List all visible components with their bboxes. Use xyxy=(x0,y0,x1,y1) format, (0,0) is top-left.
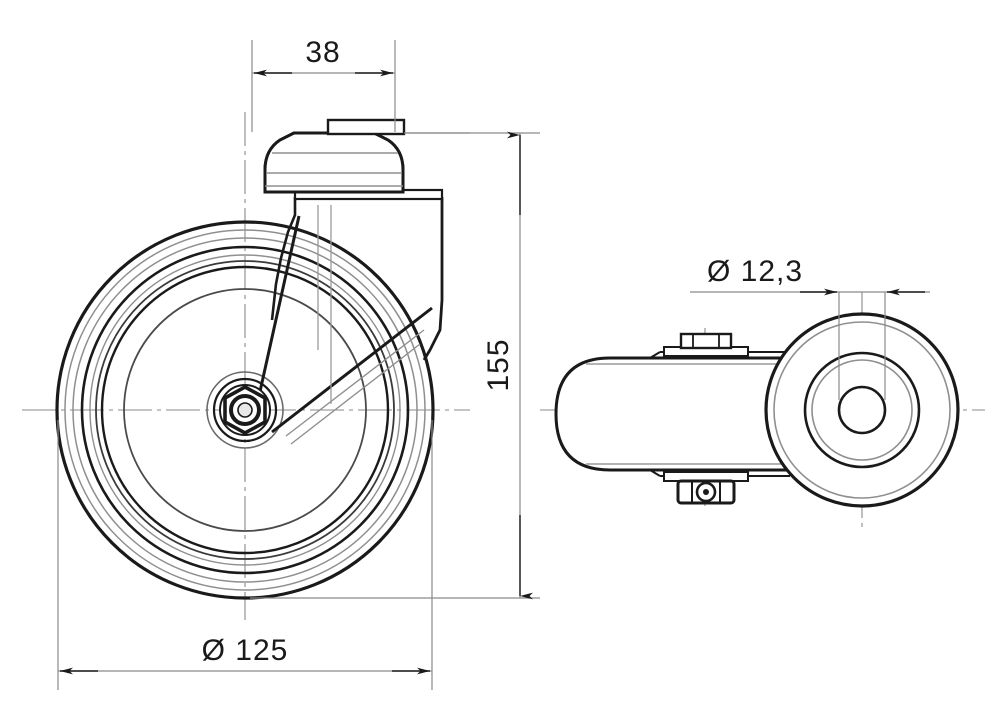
side-plan-view: Ø 12,3 xyxy=(540,255,985,530)
bolt-bottom-center-dot xyxy=(703,489,709,495)
fork-arm xyxy=(257,215,433,445)
wheel-hub xyxy=(206,371,284,449)
rim-line-1 xyxy=(89,254,401,566)
dome-cap-body xyxy=(263,131,405,194)
axle-bore xyxy=(237,402,253,418)
dim38-text: 38 xyxy=(305,36,340,69)
side-wheel-rings xyxy=(764,312,960,508)
side-hub-outer-circle xyxy=(803,351,921,469)
front-elevation-view: 38 155 Ø 125 xyxy=(22,36,540,690)
hex-bolt-bottom xyxy=(663,471,749,505)
fork-arm-lower-inner-line xyxy=(285,329,425,437)
fork-body-step-top xyxy=(649,351,661,359)
hub-outer-ring xyxy=(206,371,284,449)
dimension-diameter-12-3: Ø 12,3 xyxy=(690,255,930,400)
rim-face-circle xyxy=(123,288,367,532)
dimension-38: 38 xyxy=(251,36,396,132)
fork-body-right-contour xyxy=(422,197,444,361)
bolt-top-head xyxy=(679,332,733,350)
rim-line-2 xyxy=(95,260,395,560)
hub-hex-nut xyxy=(219,384,271,436)
side-bore-circle xyxy=(837,385,887,435)
dim155-text: 155 xyxy=(482,338,515,391)
fork-arm-lower-edge xyxy=(271,306,433,434)
tread-line-1 xyxy=(64,229,426,591)
side-tread-line xyxy=(773,321,951,499)
dimension-diameter-125: Ø 125 xyxy=(57,420,433,690)
fork-arm-lower-inner-line-2 xyxy=(290,343,421,445)
fork-arm-left-edge xyxy=(257,215,301,397)
rim-outer-circle xyxy=(100,265,390,555)
dimension-155: 155 xyxy=(250,131,540,600)
dim125-text: Ø 125 xyxy=(202,634,289,667)
swivel-dome-cap xyxy=(263,118,470,194)
wheel-tire-rings xyxy=(55,220,435,600)
mounting-boss xyxy=(326,118,406,136)
tire-inner-circle xyxy=(80,245,410,575)
fork-body-step-bottom xyxy=(649,469,661,477)
tread-line-2 xyxy=(72,237,418,583)
hex-bolt-top xyxy=(663,332,749,357)
hub-ring xyxy=(212,377,278,443)
fork-body-left-contour xyxy=(270,197,297,321)
tire-outer-circle xyxy=(55,220,435,600)
side-hub-inner-circle xyxy=(811,359,913,461)
fork-body-outline xyxy=(554,356,812,472)
dim123-text: Ø 12,3 xyxy=(707,255,803,288)
